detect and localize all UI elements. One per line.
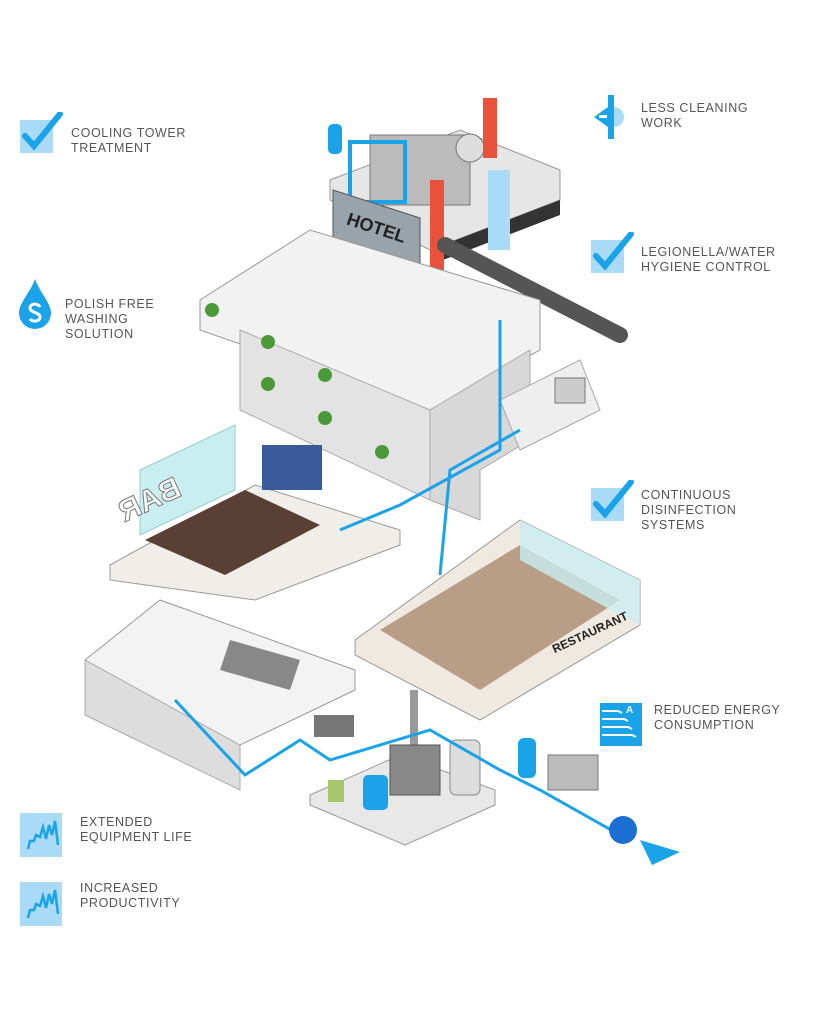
cooling-pipe	[348, 140, 407, 204]
bar-rug	[145, 490, 320, 575]
kitchen-wall	[84, 659, 241, 791]
energy-bars-icon	[602, 710, 637, 738]
benefit-label: INCREASED PRODUCTIVITY	[80, 881, 181, 910]
rising-graph-icon	[20, 882, 62, 926]
cooling-tower	[369, 134, 471, 206]
energy-rating-icon: A	[600, 703, 642, 746]
benefit-label: LEGIONELLA/WATER HYGIENE CONTROL	[641, 245, 776, 274]
inlet-arrow	[640, 840, 680, 865]
ventilation-duct	[437, 237, 628, 343]
bar-shelves	[262, 445, 322, 490]
dosing-tank	[328, 780, 344, 802]
supply-pipe	[438, 428, 521, 576]
water-tank	[328, 124, 342, 154]
dishwasher	[314, 715, 354, 737]
energy-rating-letter: A	[626, 705, 634, 716]
checkmark-icon	[591, 480, 634, 521]
checkmark-icon	[20, 112, 63, 153]
kitchen-counter	[220, 640, 300, 690]
fan-icon	[455, 133, 485, 163]
water-meter	[609, 816, 637, 844]
ac-unit	[554, 377, 586, 404]
benefit-label: LESS CLEANING WORK	[641, 101, 749, 130]
water-drop-icon	[19, 279, 51, 329]
booster-pump	[547, 754, 599, 791]
filter-unit	[363, 775, 388, 810]
bar-wall	[139, 424, 236, 536]
cold-air-duct	[488, 170, 510, 250]
hot-water-pipe	[430, 180, 444, 270]
checkmark-icon	[591, 232, 634, 273]
benefit-label: EXTENDED EQUIPMENT LIFE	[80, 815, 193, 844]
benefit-label: POLISH FREE WASHING SOLUTION	[65, 297, 155, 341]
boiler	[389, 744, 441, 796]
rising-graph-icon	[20, 813, 62, 857]
flue	[410, 690, 418, 760]
benefit-label: COOLING TOWER TREATMENT	[71, 126, 186, 155]
water-softener	[518, 738, 536, 778]
plants	[205, 303, 389, 459]
hot-air-duct	[483, 98, 497, 158]
mains-pipe	[173, 698, 621, 837]
hotel-side	[429, 349, 531, 521]
hot-water-cylinder	[449, 739, 481, 796]
hotel-rooms-floor	[199, 229, 541, 411]
cleaning-valve-icon	[594, 95, 624, 139]
restaurant-glass	[520, 520, 640, 625]
benefit-label: REDUCED ENERGY CONSUMPTION	[654, 703, 781, 732]
benefit-label: CONTINUOUS DISINFECTION SYSTEMS	[641, 488, 737, 532]
